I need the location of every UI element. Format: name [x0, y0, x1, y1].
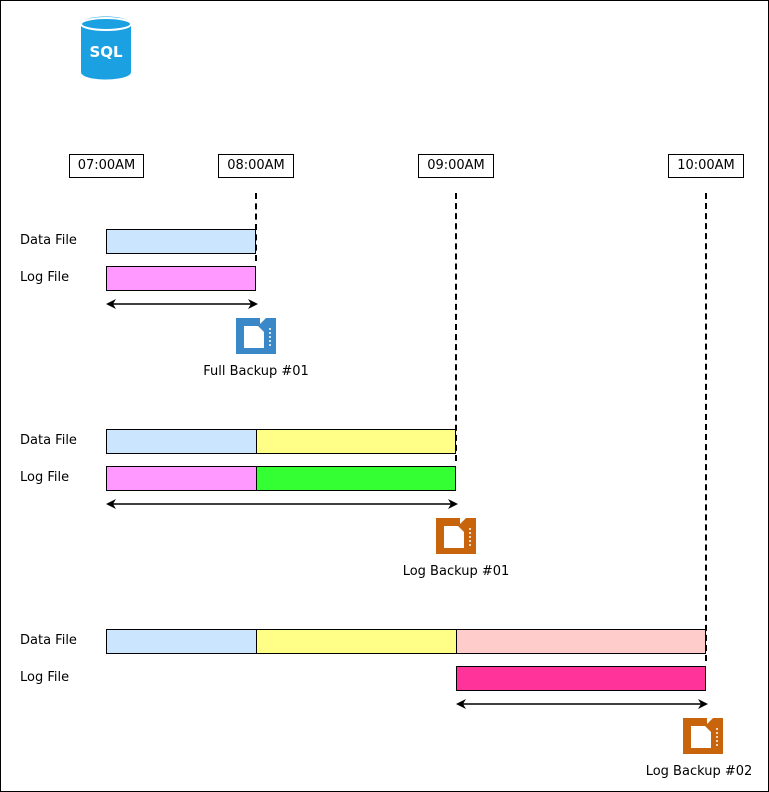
group1-data-0700-0800: [106, 229, 256, 254]
group2-range-arrow: [106, 499, 458, 509]
group3-data-label: Data File: [20, 633, 77, 648]
group2-log-0800-0900: [256, 466, 456, 491]
full-backup-01-label: Full Backup #01: [203, 364, 309, 379]
sql-database-icon: SQL: [81, 16, 131, 80]
full-backup-file-icon: [236, 318, 276, 354]
group3-data-0800-0900: [256, 629, 457, 654]
group3-range-arrow: [456, 699, 708, 709]
log-backup-02-label: Log Backup #02: [645, 764, 753, 779]
group3-log-0900-1000: [456, 666, 706, 691]
group3-data-0900-1000: [456, 629, 706, 654]
marker-0800: [255, 193, 257, 261]
time-1000: 10:00AM: [668, 154, 744, 178]
group1-log-0700-0800: [106, 266, 256, 291]
sql-logo-text: SQL: [89, 43, 123, 61]
group2-data-0700-0800: [106, 429, 257, 454]
group2-log-0700-0800: [106, 466, 257, 491]
time-0900: 09:00AM: [418, 154, 494, 178]
marker-0900: [455, 193, 457, 461]
time-0800: 08:00AM: [218, 154, 294, 178]
log-backup-01-label: Log Backup #01: [402, 564, 510, 579]
group3-log-label: Log File: [20, 670, 70, 685]
log-backup-01-file-icon: [436, 518, 476, 554]
group1-data-label: Data File: [20, 233, 77, 248]
group1-log-label: Log File: [20, 270, 70, 285]
group2-data-label: Data File: [20, 433, 77, 448]
time-0700: 07:00AM: [69, 154, 144, 178]
group1-range-arrow: [106, 299, 258, 309]
group3-data-0700-0800: [106, 629, 257, 654]
group2-log-label: Log File: [20, 470, 70, 485]
group2-data-0800-0900: [256, 429, 456, 454]
log-backup-02-file-icon: [683, 718, 723, 754]
marker-1000: [705, 193, 707, 661]
